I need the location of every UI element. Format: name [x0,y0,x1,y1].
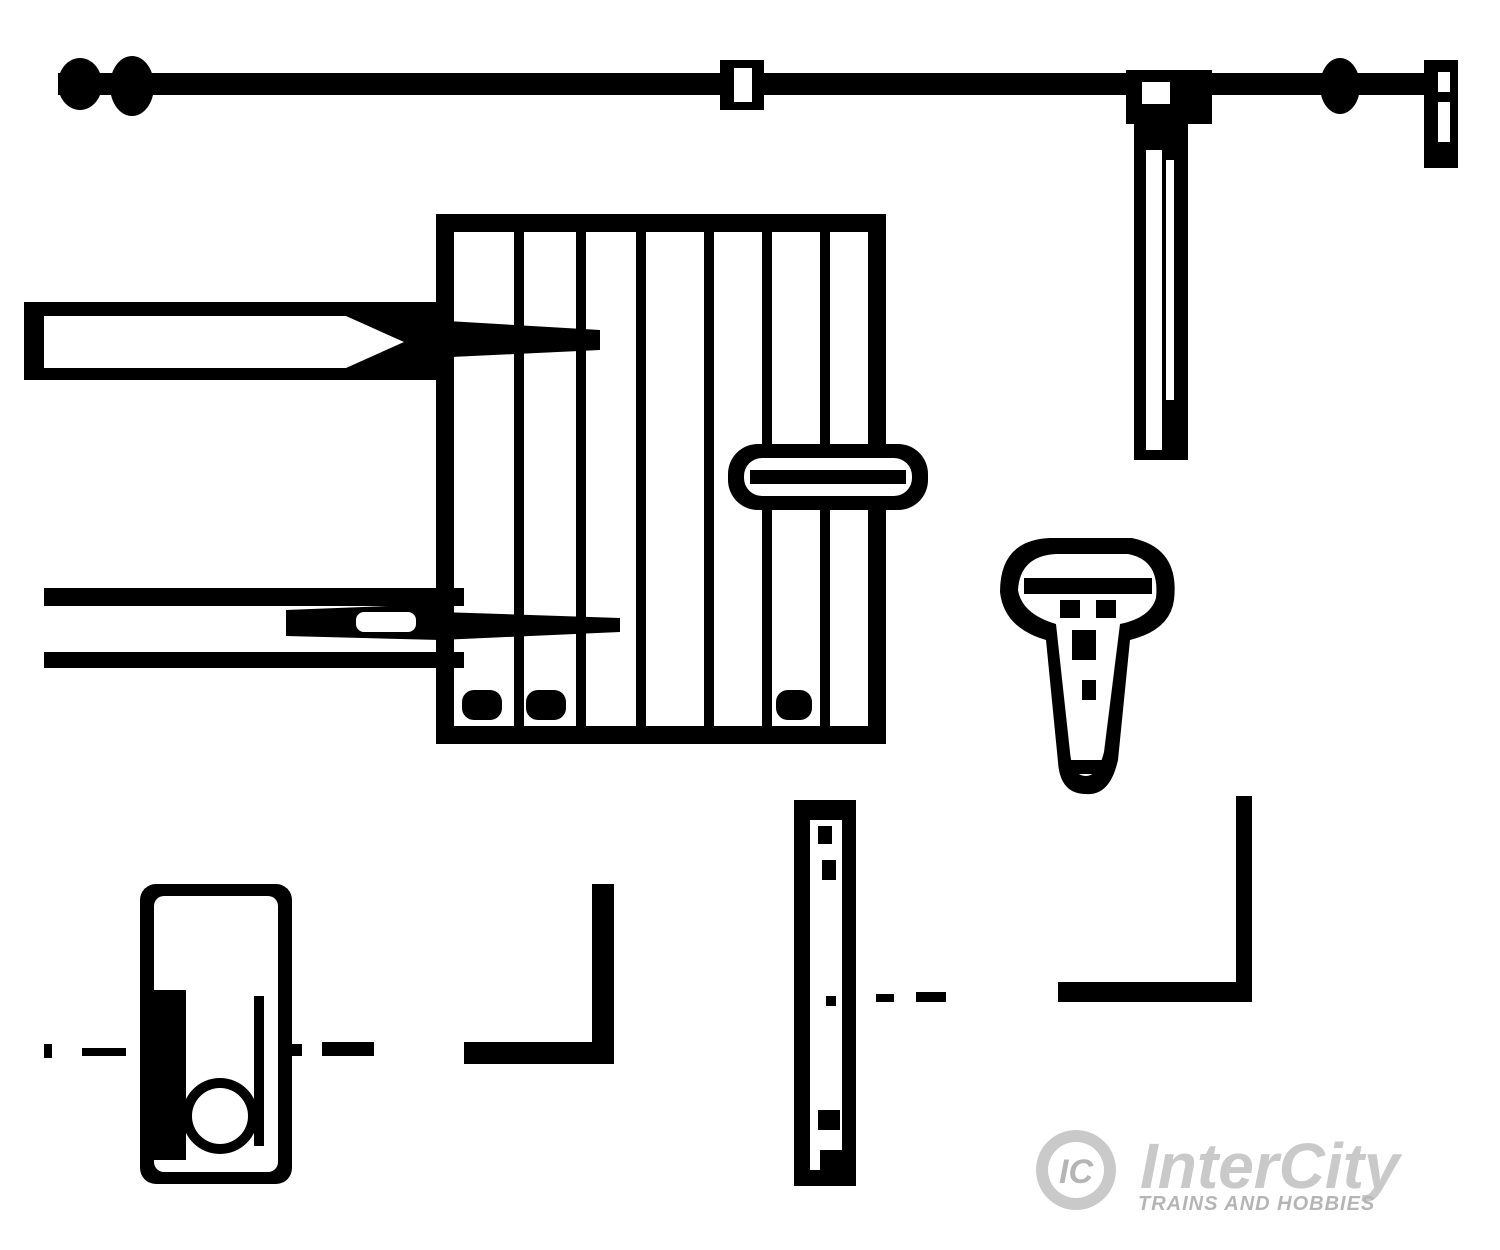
oval-plate-centerline [44,1042,374,1058]
upper-hinge-strap [24,302,600,380]
door-panel-part [436,214,928,744]
bell-part [1000,538,1175,795]
long-rod-part [58,56,1458,168]
angle-bracket-left [464,884,614,1064]
intercity-watermark: IC InterCity TRAINS AND HOBBIES [1036,1130,1403,1215]
brand-name: InterCity [1140,1130,1403,1202]
tall-strip-part [794,800,856,1186]
intercity-logo: IC [1036,1130,1116,1210]
vertical-stanchion-part [1126,70,1212,460]
tall-strip-centerline [876,992,946,1002]
angle-bracket-right [1058,796,1252,1002]
oval-plate-part [140,884,292,1184]
lower-hinge-strap [44,588,620,668]
brand-tagline: TRAINS AND HOBBIES [1138,1193,1375,1215]
logo-letters: IC [1059,1153,1093,1191]
